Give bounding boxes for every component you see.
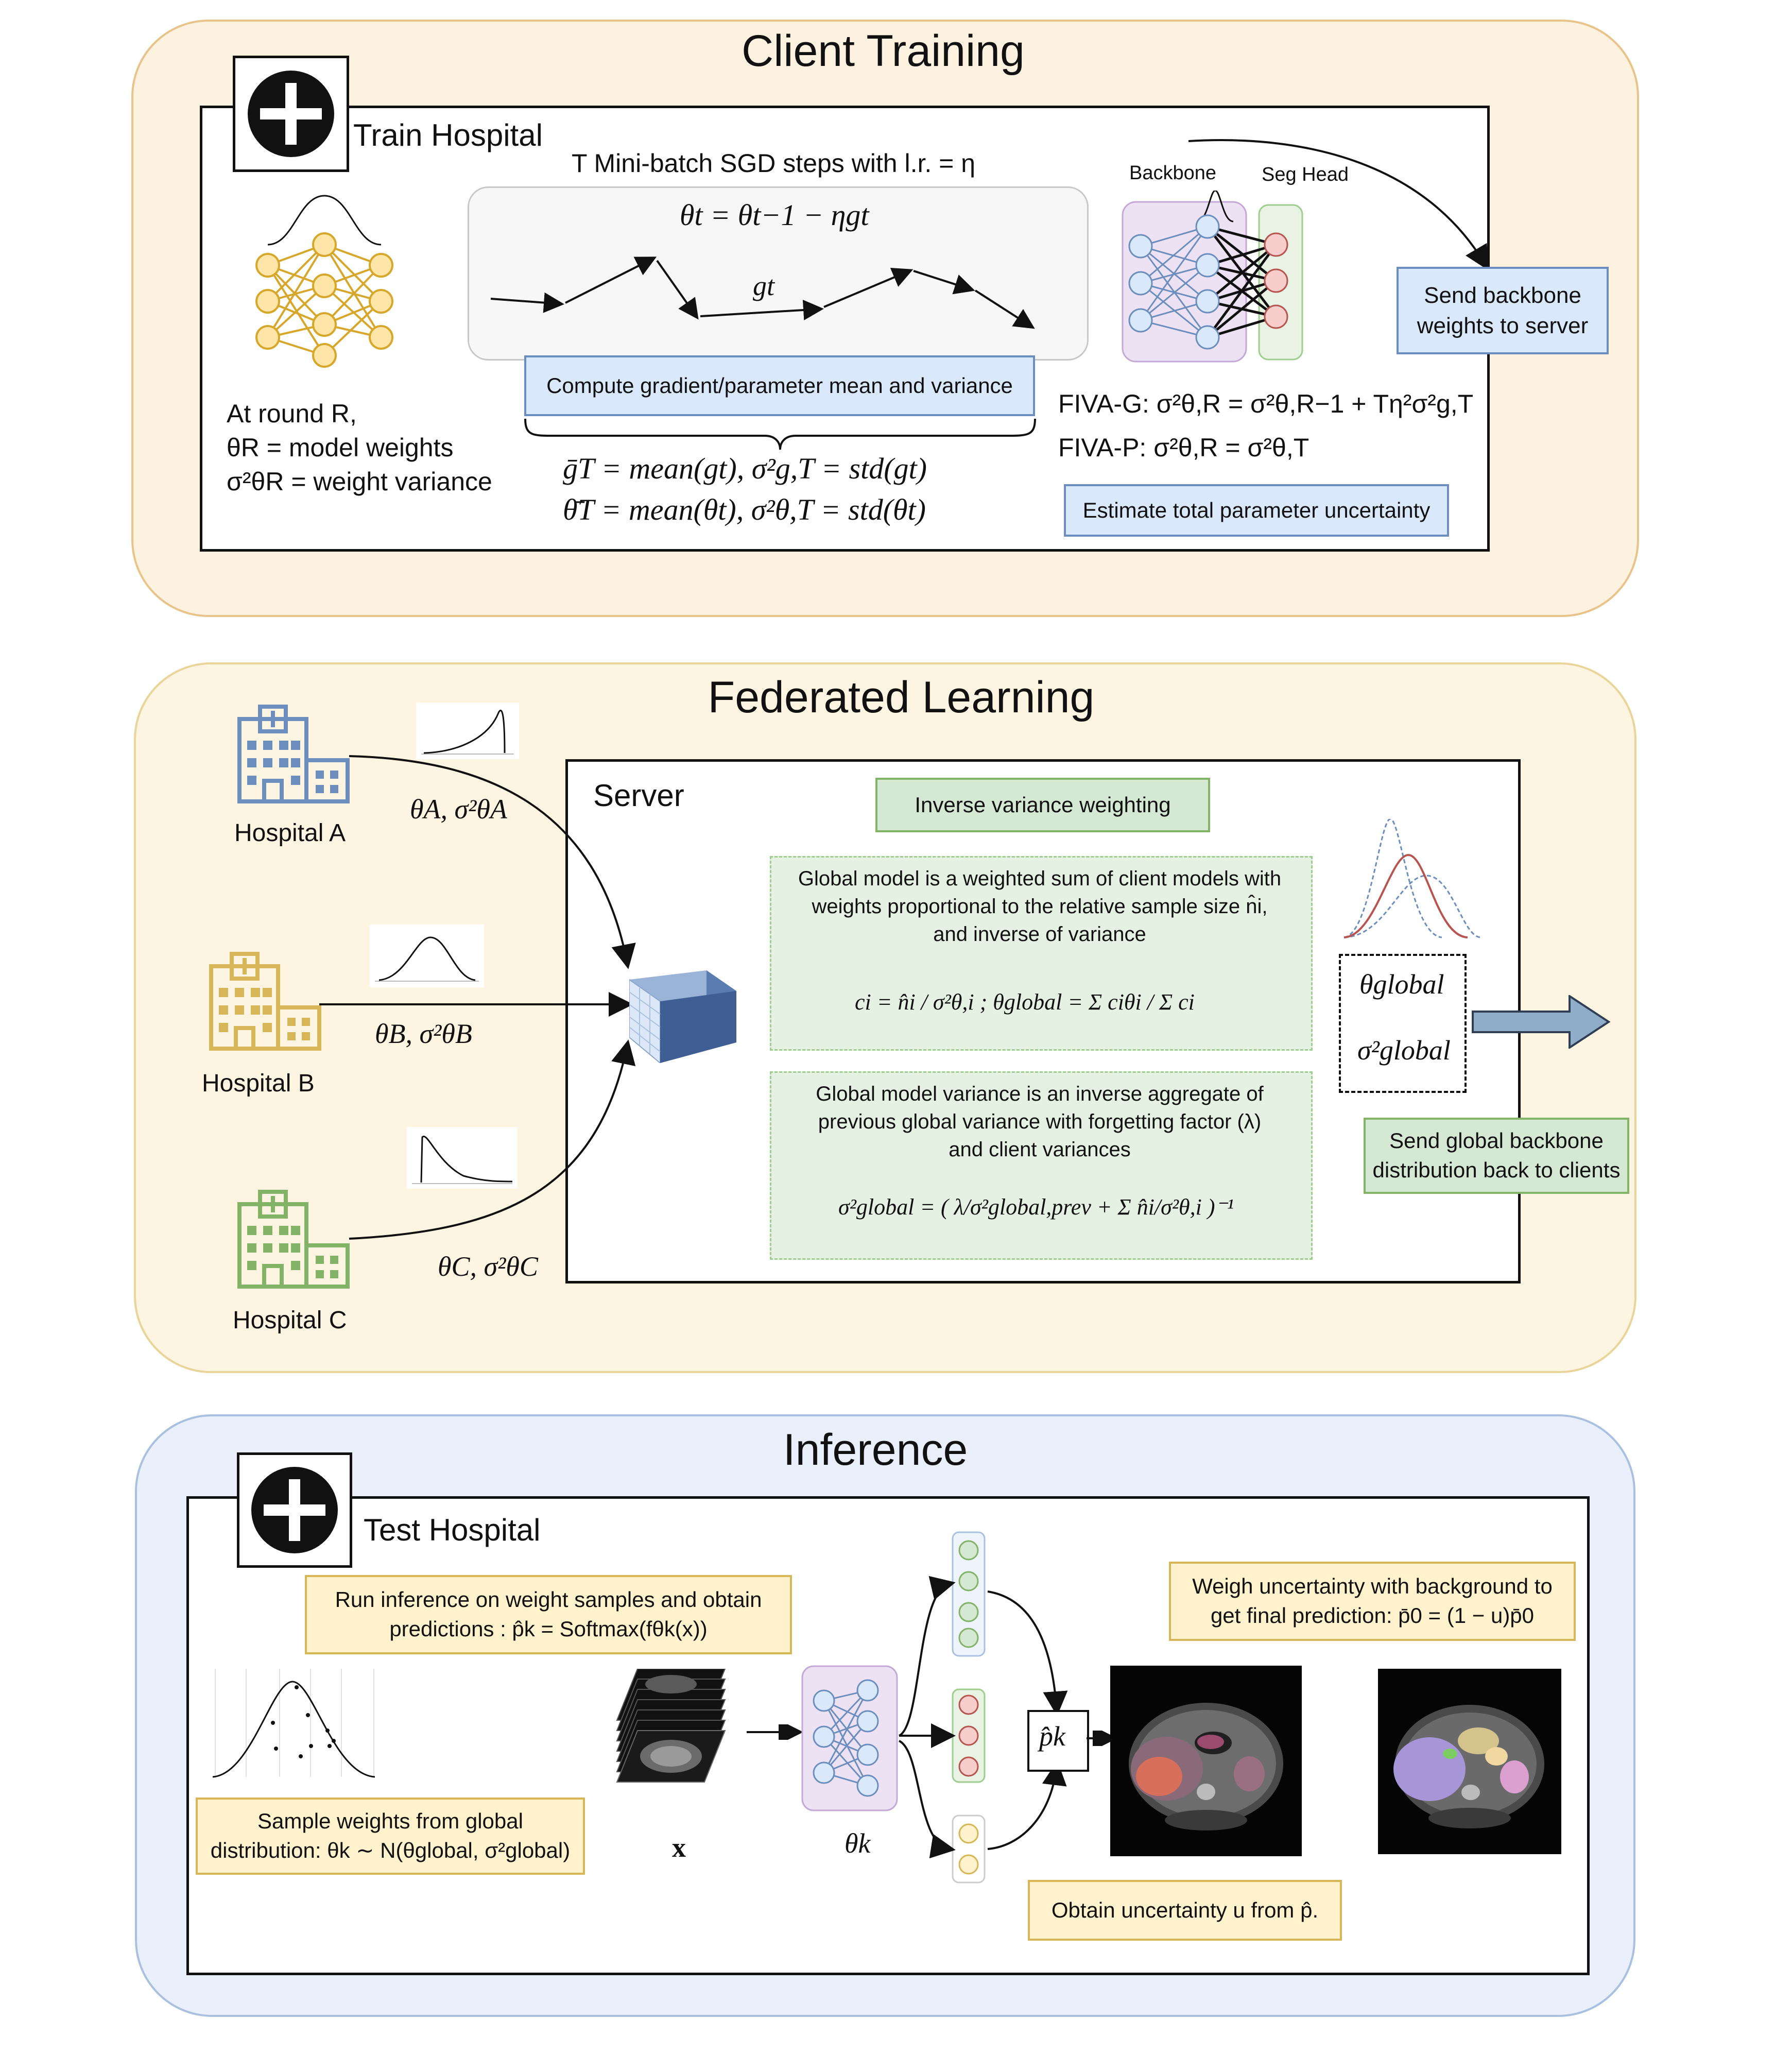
arrow-right-icon: [1472, 995, 1611, 1049]
round-text: At round R, θR = model weights σ²θR = we…: [227, 397, 492, 499]
send-backbone-box: Send backbone weights to server: [1397, 267, 1609, 354]
fiva-p-formula: FIVA-P: σ²θ,R = σ²θ,T: [1058, 433, 1309, 462]
sgd-path: [490, 256, 1035, 329]
uncertainty-ct-image: [1110, 1666, 1302, 1856]
global-params-box: [1339, 954, 1467, 1093]
distribution-c-thumb: [407, 1127, 518, 1189]
round-line-3: σ²θR = weight variance: [227, 467, 492, 496]
hospital-to-server-arrows: [319, 755, 636, 1240]
round-line-1: At round R,: [227, 399, 357, 428]
p-hat-k-box: [1027, 1710, 1089, 1772]
backbone-network-icon: [1122, 191, 1303, 363]
estimate-uncertainty-box: Estimate total parameter uncertainty: [1064, 484, 1449, 537]
neural-network-icon: [801, 1665, 898, 1811]
train-hospital-label: Train Hospital: [353, 118, 543, 152]
ct-stack-icon: [616, 1669, 726, 1783]
global-model-text: Global model is a weighted sum of client…: [798, 867, 1282, 946]
weight-samples-plot: [212, 1669, 375, 1778]
neural-network-icon: [255, 195, 393, 368]
test-hospital-label: Test Hospital: [364, 1513, 541, 1547]
theta-global: θglobal: [1359, 969, 1444, 1000]
mean-formula-2: θ̄T = mean(θt), σ²θ,T = std(θt): [563, 493, 926, 526]
global-variance-text: Global model variance is an inverse aggr…: [816, 1083, 1264, 1161]
global-distribution-curves: [1343, 819, 1481, 938]
send-back-box: Send global backbone distribution back t…: [1364, 1118, 1629, 1194]
hospital-a-icon: [237, 705, 350, 803]
client-training-title: Client Training: [742, 26, 1025, 76]
hospital-b-label: Hospital B: [202, 1070, 315, 1097]
grad-label: gt: [753, 270, 775, 301]
hospital-a-params: θA, σ²θA: [410, 794, 507, 825]
send-arrow: [1188, 139, 1489, 271]
hospital-b-icon: [209, 952, 321, 1051]
weigh-uncertainty-box: Weigh uncertainty with background to get…: [1169, 1562, 1576, 1641]
p-hat-k-label: p̂k: [1039, 1721, 1065, 1752]
hospital-c-params: θC, σ²θC: [438, 1251, 538, 1282]
mean-formula-1: ḡT = mean(gt), σ²g,T = std(gt): [563, 452, 927, 485]
final-arrow: [1087, 1731, 1116, 1746]
global-variance-formula: σ²global = ( λ/σ²global,prev + Σ n̂i/σ²θ…: [838, 1194, 1234, 1220]
server-icon: [629, 970, 736, 1063]
brace: [524, 418, 1036, 450]
x-label: x: [672, 1832, 686, 1863]
hospital-b-params: θB, σ²θB: [375, 1018, 472, 1049]
global-model-formula: ci = n̂i / σ²θ,i ; θglobal = Σ ciθi / Σ …: [855, 989, 1195, 1015]
theta-k-label: θk: [845, 1828, 871, 1859]
backbone-label: Backbone: [1129, 162, 1217, 184]
obtain-uncertainty-box: Obtain uncertainty u from p̂.: [1028, 1880, 1342, 1941]
medical-cross-icon: [237, 1452, 352, 1568]
medical-cross-icon: [233, 56, 349, 172]
segmentation-ct-image: [1378, 1669, 1561, 1854]
server-label: Server: [593, 778, 684, 813]
sgd-steps-box: [468, 186, 1089, 361]
sample-weights-box: Sample weights from global distribution:…: [196, 1798, 585, 1875]
input-arrow: [747, 1724, 802, 1740]
sgd-formula: θt = θt−1 − ηgt: [680, 198, 869, 232]
inference-title: Inference: [783, 1425, 968, 1475]
fiva-g-formula: FIVA-G: σ²θ,R = σ²θ,R−1 + Tη²σ²g,T: [1058, 389, 1474, 418]
distribution-b-thumb: [370, 925, 484, 987]
hospital-c-label: Hospital C: [233, 1307, 347, 1334]
seghead-label: Seg Head: [1262, 164, 1349, 185]
hospital-c-icon: [237, 1190, 350, 1289]
round-line-2: θR = model weights: [227, 433, 454, 462]
sigma-global: σ²global: [1357, 1035, 1451, 1066]
run-inference-box: Run inference on weight samples and obta…: [305, 1575, 792, 1654]
sgd-label: T Mini-batch SGD steps with l.r. = η: [572, 149, 976, 178]
inverse-variance-weighting-box: Inverse variance weighting: [875, 778, 1210, 832]
compute-mean-variance-box: Compute gradient/parameter mean and vari…: [524, 355, 1035, 416]
global-model-box: [770, 856, 1313, 1051]
global-variance-box: [770, 1071, 1313, 1260]
hospital-a-label: Hospital A: [234, 819, 346, 847]
output-heads: [898, 1531, 1068, 1884]
distribution-a-thumb: [416, 703, 519, 759]
federated-learning-title: Federated Learning: [708, 673, 1095, 722]
